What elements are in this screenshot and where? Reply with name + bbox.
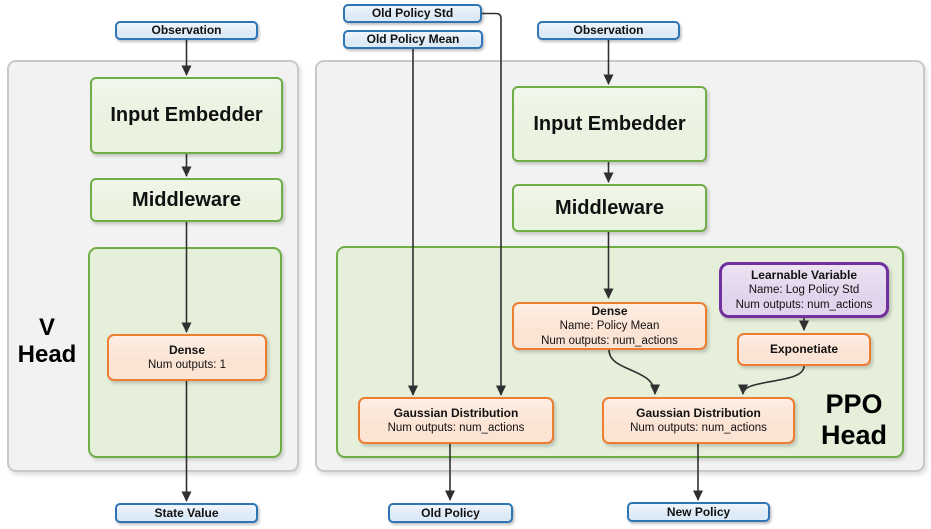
dense-title: Dense — [591, 304, 628, 319]
learnable-variable-name: Name: Log Policy Std — [748, 284, 860, 297]
v-head-label-line1: V — [38, 314, 55, 341]
dense-v-node: Dense Num outputs: 1 — [107, 334, 267, 381]
learnable-variable-title: Learnable Variable — [750, 268, 858, 283]
input-embedder-v: Input Embedder — [90, 77, 283, 154]
exponetiate-label: Exponetiate — [769, 342, 838, 356]
middleware-v: Middleware — [90, 178, 283, 222]
ppo-head-label: PPO Head — [795, 389, 913, 451]
gaussian-outputs: Num outputs: num_actions — [630, 421, 767, 434]
dense-title: Dense — [168, 342, 206, 357]
observation-input-v: Observation — [115, 21, 258, 40]
middleware-label: Middleware — [555, 196, 664, 219]
gaussian-outputs: Num outputs: num_actions — [387, 421, 525, 434]
dense-outputs: Num outputs: num_actions — [541, 334, 678, 347]
old-policy-std-label: Old Policy Std — [371, 6, 454, 20]
input-embedder-label: Input Embedder — [110, 104, 263, 126]
old-policy-output: Old Policy — [388, 503, 513, 523]
gaussian-distribution-old-node: Gaussian Distribution Num outputs: num_a… — [358, 397, 554, 444]
observation-input-ppo: Observation — [537, 21, 680, 40]
v-head-label: V Head — [7, 314, 87, 368]
learnable-variable-outputs: Num outputs: num_actions — [735, 298, 873, 311]
learnable-variable-node: Learnable Variable Name: Log Policy Std … — [719, 262, 889, 318]
gaussian-title: Gaussian Distribution — [393, 405, 519, 420]
state-value-label: State Value — [154, 505, 219, 520]
observation-label: Observation — [151, 23, 222, 37]
new-policy-label: New Policy — [666, 504, 731, 519]
input-embedder-label: Input Embedder — [533, 112, 686, 135]
old-policy-mean-label: Old Policy Mean — [366, 32, 460, 46]
old-policy-label: Old Policy — [421, 505, 480, 520]
dense-name: Name: Policy Mean — [559, 320, 660, 333]
observation-label: Observation — [573, 23, 644, 37]
middleware-label: Middleware — [132, 188, 241, 211]
old-policy-mean-input: Old Policy Mean — [343, 30, 483, 49]
dense-policy-mean-node: Dense Name: Policy Mean Num outputs: num… — [512, 302, 707, 350]
gaussian-title: Gaussian Distribution — [636, 405, 761, 420]
new-policy-output: New Policy — [627, 502, 770, 522]
ppo-head-label-line1: PPO — [825, 389, 883, 419]
old-policy-std-input: Old Policy Std — [343, 4, 482, 23]
state-value-output: State Value — [115, 503, 258, 523]
gaussian-distribution-new-node: Gaussian Distribution Num outputs: num_a… — [602, 397, 795, 444]
exponetiate-node: Exponetiate — [737, 333, 871, 366]
ppo-head-label-line2: Head — [820, 420, 888, 450]
dense-outputs: Num outputs: 1 — [148, 358, 226, 371]
middleware-ppo: Middleware — [512, 184, 707, 232]
input-embedder-ppo: Input Embedder — [512, 86, 707, 162]
v-head-label-line2: Head — [17, 341, 77, 368]
